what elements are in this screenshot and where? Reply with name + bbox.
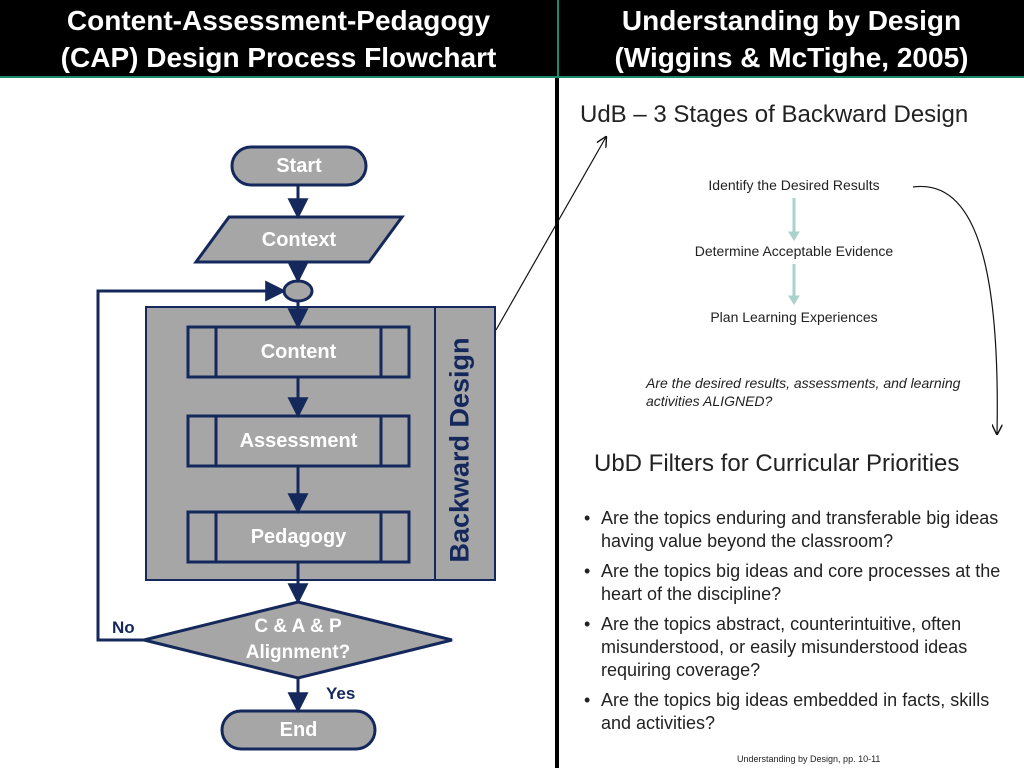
no-label: No (112, 618, 135, 637)
list-item: Are the topics big ideas embedded in fac… (580, 689, 1020, 735)
backward-design-label: Backward Design (444, 337, 475, 563)
stage-determine: Determine Acceptable Evidence (694, 243, 894, 259)
yes-label: Yes (326, 684, 356, 703)
end-label: End (279, 719, 318, 741)
right-header-line1: Understanding by Design (621, 5, 962, 36)
decision-label-line2: Alignment? (245, 642, 351, 663)
list-item: Are the topics abstract, counterintuitiv… (580, 613, 1020, 682)
backward-design-label-box: Backward Design (438, 337, 482, 563)
content-label: Content (260, 341, 337, 363)
pointer-to-udb-title (495, 137, 606, 331)
right-header: Understanding by Design (Wiggins & McTig… (557, 0, 1024, 78)
assessment-label: Assessment (239, 430, 358, 452)
left-header: Content-Assessment-Pedagogy (CAP) Design… (0, 0, 557, 78)
aligned-question: Are the desired results, assessments, an… (646, 375, 961, 409)
pedagogy-process (186, 510, 411, 564)
left-header-line2: (CAP) Design Process Flowchart (60, 42, 497, 73)
context-parallelogram (193, 215, 405, 264)
left-header-line1: Content-Assessment-Pedagogy (66, 5, 491, 36)
center-divider (555, 78, 559, 768)
filters-list: Are the topics enduring and transferable… (580, 507, 1020, 742)
filters-title: UbD Filters for Curricular Priorities (594, 450, 960, 477)
stage-arrow-2-head (788, 295, 800, 305)
content-process (186, 325, 411, 379)
list-item: Are the topics enduring and transferable… (580, 507, 1020, 553)
assessment-process (186, 414, 411, 468)
start-terminal (230, 145, 368, 187)
start-label: Start (276, 155, 322, 177)
decision-label-line1: C & A & P (254, 616, 342, 637)
alignment-decision (143, 600, 453, 680)
stage-identify: Identify the Desired Results (708, 177, 880, 193)
right-header-line2: (Wiggins & McTighe, 2005) (614, 42, 969, 73)
citation: Understanding by Design, pp. 10-11 (737, 754, 881, 764)
stage-plan: Plan Learning Experiences (710, 309, 878, 325)
list-item: Are the topics big ideas and core proces… (580, 560, 1020, 606)
loop-connector (282, 279, 314, 303)
pedagogy-label: Pedagogy (250, 526, 347, 548)
udb-title: UdB – 3 Stages of Backward Design (580, 101, 969, 128)
pointer-to-filters (912, 185, 997, 434)
stage-arrow-1-head (788, 231, 800, 241)
context-label: Context (261, 229, 337, 251)
arrow-no-loop (96, 280, 287, 642)
